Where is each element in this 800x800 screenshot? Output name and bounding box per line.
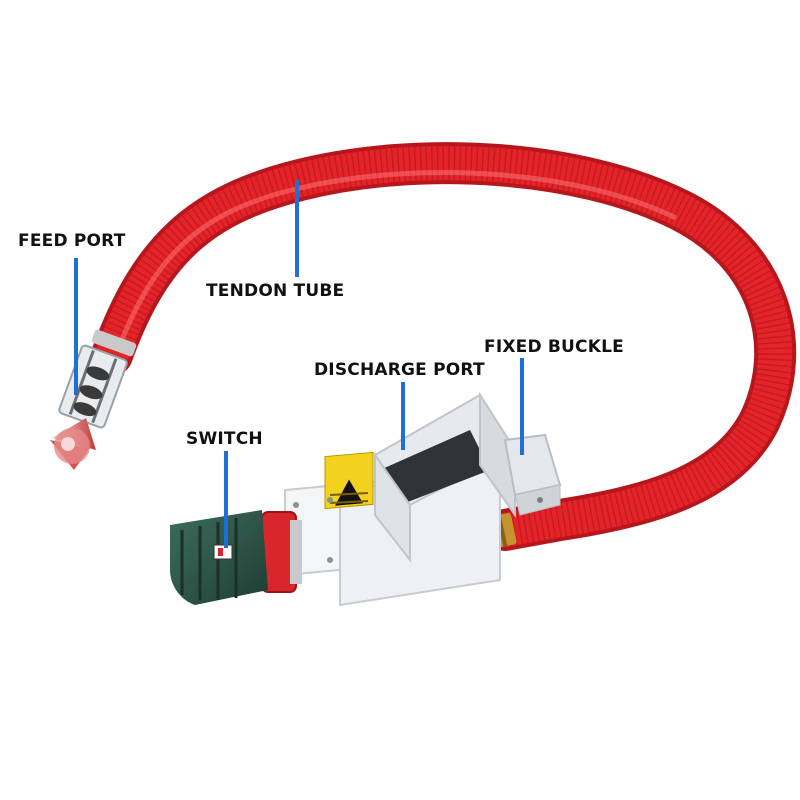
discharge-housing [284, 391, 517, 607]
tendon-tube [91, 142, 797, 551]
feed-port-assembly [50, 329, 137, 470]
label-tendon-tube: TENDON TUBE [206, 281, 345, 301]
label-discharge-port: DISCHARGE PORT [314, 360, 485, 380]
label-switch: SWITCH [186, 429, 263, 449]
label-fixed-buckle: FIXED BUCKLE [484, 337, 624, 357]
fixed-buckle [503, 433, 562, 516]
label-feed-port: FEED PORT [18, 231, 126, 251]
pointer-lines [74, 180, 524, 548]
motor-assembly [170, 510, 302, 605]
